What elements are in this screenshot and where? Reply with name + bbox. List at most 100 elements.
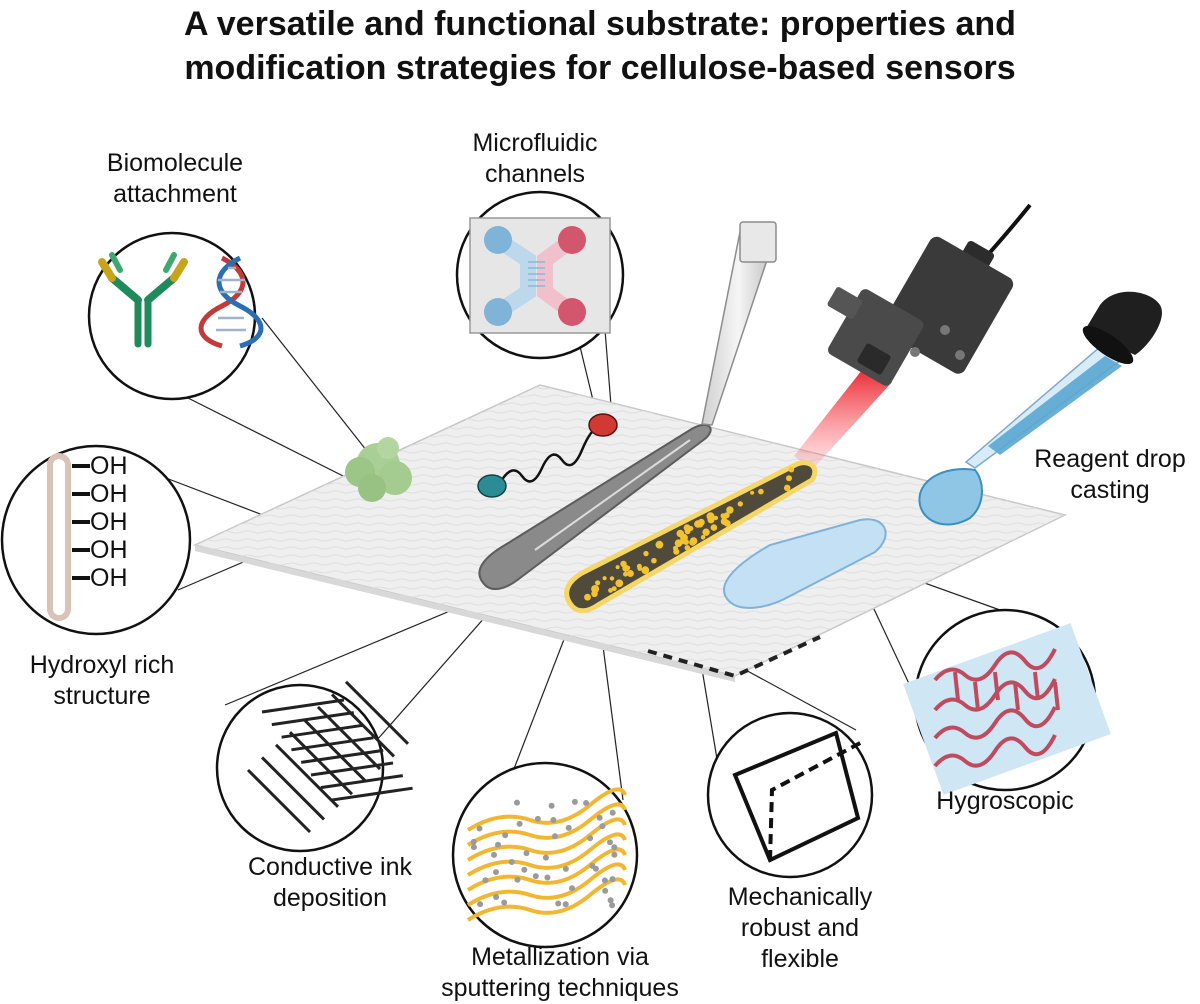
gold-particle [615, 565, 620, 570]
fibre-strand [466, 847, 627, 892]
pipette-icon [701, 221, 777, 426]
fibre-strand [933, 648, 1057, 682]
gold-particle [611, 586, 617, 592]
fibre-link [953, 671, 960, 701]
gold-particle [683, 524, 691, 532]
metal-particle [493, 869, 499, 876]
oh-group-3: OH [90, 508, 128, 536]
gold-particle [655, 540, 664, 549]
gold-particle [584, 593, 591, 601]
metal-particle [602, 887, 609, 894]
oh-group-2: OH [90, 480, 128, 508]
mesh-line [330, 693, 396, 758]
gold-particle [626, 570, 634, 577]
gold-particle [737, 501, 743, 507]
linker-molecule-icon [477, 413, 618, 498]
gold-particle [750, 490, 755, 495]
conductive-mesh-icon [246, 680, 413, 834]
gold-particle [684, 545, 691, 551]
oh-group-1: OH [90, 452, 128, 480]
figure-title: A versatile and functional substrate: pr… [0, 2, 1200, 90]
mesh-line [300, 748, 384, 764]
gold-particle [680, 533, 688, 542]
gold-particle [783, 484, 791, 492]
gold-particle [700, 535, 706, 540]
label-line: flexible [761, 945, 839, 973]
metal-particle [565, 824, 572, 831]
gold-particle [673, 548, 680, 555]
metal-particle [601, 877, 608, 884]
microfluidic-chip-icon [469, 217, 611, 334]
mesh-line [316, 705, 382, 771]
label-biomolecule-attachment: Biomolecule attachment [95, 148, 255, 210]
metal-particle [609, 902, 616, 909]
fibre-link [973, 681, 980, 711]
mesh-line [302, 718, 368, 783]
gold-particle [637, 566, 642, 571]
label-line: Conductive ink [248, 853, 412, 881]
label-line: deposition [273, 884, 387, 912]
fibre-strand [466, 787, 627, 832]
gold-particle [710, 524, 718, 531]
mesh-line [344, 680, 410, 745]
metal-particle [476, 825, 483, 832]
gold-particle [689, 539, 696, 546]
laser-printer-device-icon [827, 203, 1032, 386]
metal-particle [470, 844, 477, 851]
oh-group-5: OH [90, 564, 128, 592]
gold-particle [591, 585, 600, 593]
gold-particle [713, 515, 719, 521]
laser-beam [794, 365, 892, 470]
metal-particle [470, 838, 477, 845]
fibre-strand [933, 734, 1057, 768]
metal-particle [502, 832, 509, 839]
metal-particle [599, 823, 606, 830]
antibody-icon [98, 252, 188, 348]
mesh-line [320, 774, 404, 790]
gold-particle [758, 488, 764, 495]
metal-particle [493, 894, 500, 900]
label-line: Metallization via [471, 943, 649, 971]
hygroscopic-fibres-icon [903, 623, 1111, 795]
conductive-ink-stripe [478, 423, 712, 591]
label-line: channels [484, 160, 586, 188]
metal-particle [609, 809, 616, 816]
fibre-strand [466, 862, 627, 907]
fibre-link [1013, 681, 1020, 711]
label-line: Mechanically [727, 883, 873, 911]
mesh-line [274, 743, 340, 808]
label-line: Hydroxyl rich [29, 651, 175, 679]
metal-particle [552, 833, 558, 840]
label-hydroxyl-rich-structure: Hydroxyl rich structure [12, 650, 192, 712]
gold-particle [641, 566, 650, 575]
metal-particle [609, 876, 616, 883]
gold-particle [788, 466, 795, 473]
mechanical-callout-circle [706, 711, 874, 879]
gold-particle [721, 516, 727, 522]
label-mechanically-robust-flexible: Mechanically robust and flexible [715, 882, 885, 975]
metal-particle [583, 800, 590, 806]
metal-particle [587, 835, 594, 842]
gold-particle [702, 528, 710, 536]
label-line: casting [1070, 476, 1150, 504]
metal-particle [523, 850, 530, 857]
label-metallization-sputtering: Metallization via sputtering techniques [410, 942, 710, 1004]
fibre-strand [933, 706, 1057, 740]
gold-particle [694, 520, 702, 528]
metal-particle [514, 876, 521, 883]
metal-particle [571, 798, 578, 805]
label-line: Biomolecule [106, 149, 244, 177]
label-reagent-drop-casting: Reagent drop casting [1020, 444, 1200, 506]
metal-particle [562, 865, 569, 872]
metal-particle [562, 901, 569, 908]
gold-particle [623, 571, 628, 577]
gold-particle [706, 512, 715, 521]
label-line: Microfluidic [472, 129, 598, 157]
gold-particle [608, 588, 613, 593]
metal-particle [477, 901, 484, 908]
gold-particle [723, 512, 730, 519]
metal-particle [611, 851, 618, 858]
metal-particle [514, 799, 520, 806]
mesh-line [330, 786, 413, 802]
